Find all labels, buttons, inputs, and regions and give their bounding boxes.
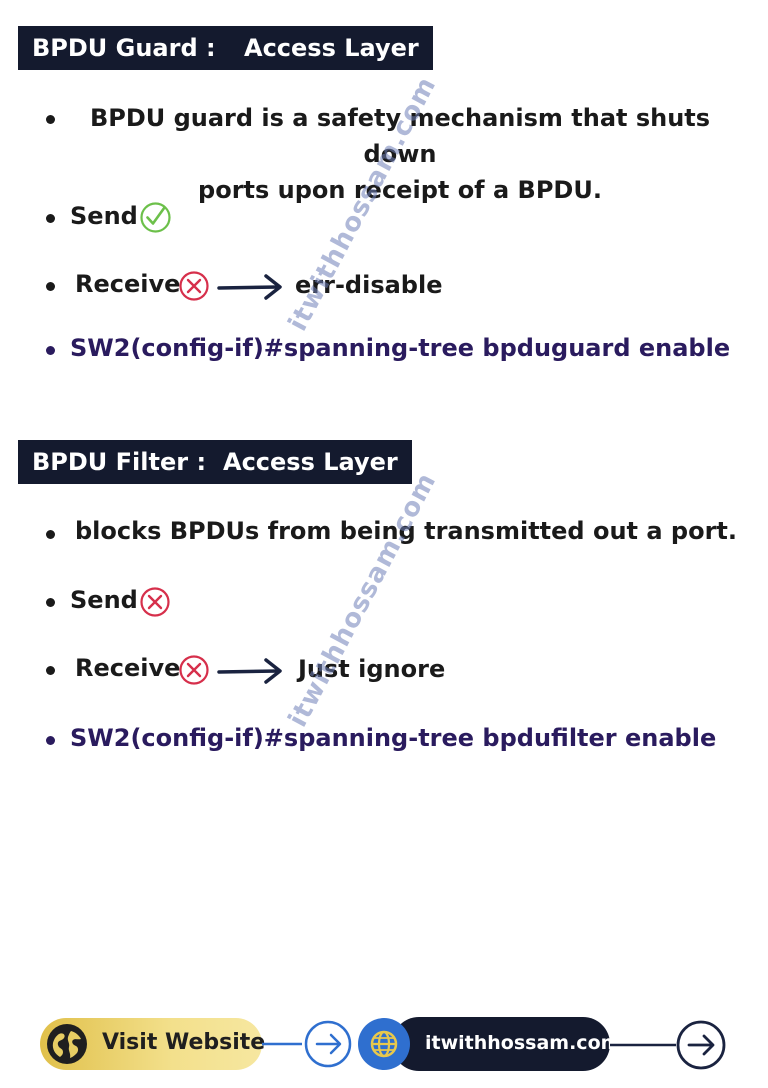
x-circle-icon xyxy=(179,271,209,301)
filter-command: SW2(config-if)#spanning-tree bpdufilter … xyxy=(70,724,717,752)
globe-icon xyxy=(47,1024,87,1064)
bpdu-filter-tag: BPDU Filter : xyxy=(18,440,221,484)
website-link-pill[interactable] xyxy=(392,1017,610,1071)
x-circle-icon xyxy=(140,587,170,617)
arrow-right-icon xyxy=(217,274,282,300)
bpdu-guard-tag: BPDU Guard : xyxy=(18,26,230,70)
check-circle-icon xyxy=(140,202,171,233)
guard-command: SW2(config-if)#spanning-tree bpduguard e… xyxy=(70,334,731,362)
arrow-right-icon xyxy=(217,658,282,684)
website-link-label[interactable]: itwithhossam.com xyxy=(425,1032,621,1054)
filter-send-label: Send xyxy=(70,586,138,614)
filter-access-layer-tag: Access Layer xyxy=(209,440,412,484)
guard-access-layer-tag: Access Layer xyxy=(230,26,433,70)
guard-receive-result: err-disable xyxy=(295,271,443,299)
filter-description: blocks BPDUs from being transmitted out … xyxy=(75,517,738,545)
guard-send-label: Send xyxy=(70,202,138,230)
watermark: itwithhossam.com xyxy=(283,467,443,733)
filter-receive-label: Receive xyxy=(75,654,181,682)
globe-icon xyxy=(358,1018,410,1070)
guard-description-line2: ports upon receipt of a BPDU. xyxy=(198,176,602,204)
arrow-circle-right-icon[interactable] xyxy=(610,1018,730,1072)
visit-website-label: Visit Website xyxy=(102,1030,266,1055)
connector-arrow-icon xyxy=(262,1020,352,1068)
x-circle-icon xyxy=(179,655,209,685)
guard-description-line1: BPDU guard is a safety mechanism that sh… xyxy=(89,104,711,168)
guard-description: BPDU guard is a safety mechanism that sh… xyxy=(70,100,730,208)
filter-receive-result: Just ignore xyxy=(298,655,446,683)
guard-receive-label: Receive xyxy=(75,270,181,298)
